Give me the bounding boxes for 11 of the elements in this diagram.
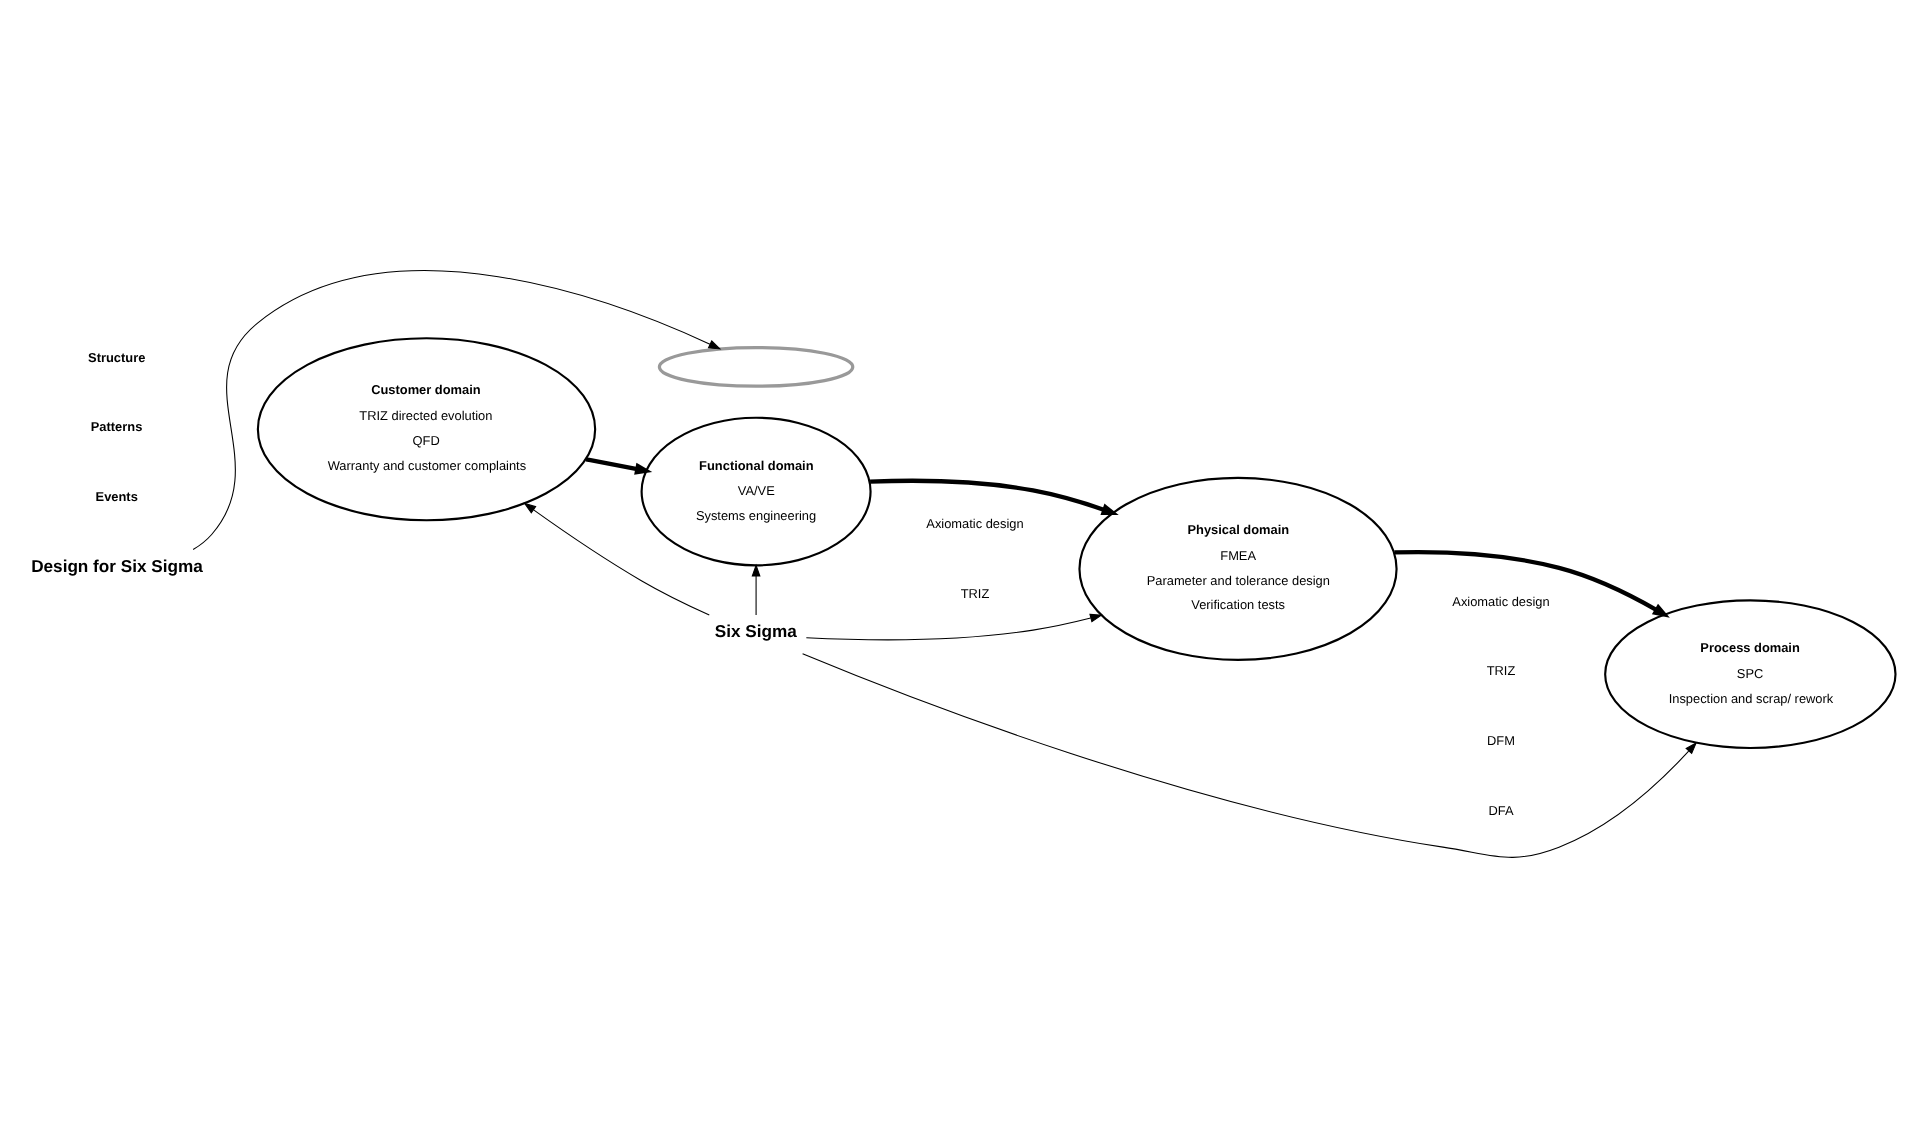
arrow <box>751 562 761 615</box>
node-ellipse <box>657 344 855 387</box>
arrow <box>523 501 710 615</box>
arrow <box>192 269 722 550</box>
arrow <box>802 652 1698 857</box>
node-text: Six Sigma <box>714 620 797 641</box>
arrow <box>585 456 653 474</box>
arrow <box>1394 549 1670 617</box>
arrow <box>870 477 1119 514</box>
arrow <box>805 612 1103 640</box>
node-text: Design for Six Sigma <box>31 554 203 575</box>
